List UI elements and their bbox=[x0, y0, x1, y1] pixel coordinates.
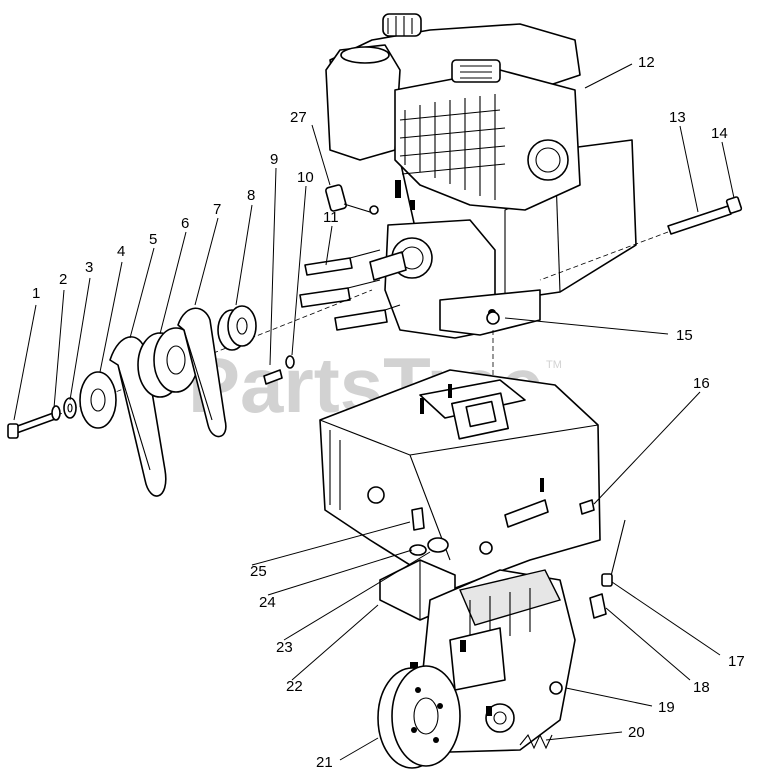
callout-5: 5 bbox=[149, 231, 157, 248]
part-4-pulley-half bbox=[79, 371, 117, 429]
callout-15: 15 bbox=[676, 327, 693, 344]
engine bbox=[325, 13, 637, 339]
part-2-lockwasher bbox=[51, 405, 61, 421]
callout-23: 23 bbox=[276, 639, 293, 656]
part-1-bolt bbox=[7, 411, 59, 439]
part-10-washer bbox=[285, 355, 295, 369]
callout-1: 1 bbox=[32, 285, 40, 302]
part-23-plate bbox=[427, 537, 449, 553]
part-14-nut bbox=[725, 196, 743, 214]
callout-27: 27 bbox=[290, 109, 307, 126]
callout-labels: 1 2 3 4 5 6 7 8 9 10 11 12 13 14 15 16 1… bbox=[32, 54, 745, 771]
callout-25: 25 bbox=[250, 563, 267, 580]
callout-2: 2 bbox=[59, 271, 67, 288]
part-8-pulley bbox=[217, 305, 257, 351]
part-11-spacers bbox=[299, 249, 401, 331]
rod-axis bbox=[539, 231, 669, 281]
callout-12: 12 bbox=[638, 54, 655, 71]
part-17-cable bbox=[601, 519, 626, 587]
cylinder-fins bbox=[399, 94, 506, 200]
part-9-bolt bbox=[263, 369, 283, 385]
callout-14: 14 bbox=[711, 125, 728, 142]
part-13-rod bbox=[667, 205, 732, 235]
callout-10: 10 bbox=[297, 169, 314, 186]
part-7-belt bbox=[177, 307, 227, 438]
part-5-belt bbox=[109, 336, 167, 497]
pulley-axis bbox=[19, 289, 373, 431]
callout-13: 13 bbox=[669, 109, 686, 126]
callout-18: 18 bbox=[693, 679, 710, 696]
callout-7: 7 bbox=[213, 201, 221, 218]
part-3-washer bbox=[63, 397, 77, 419]
part-16-bolt bbox=[579, 499, 595, 515]
part-15-bolt bbox=[486, 311, 500, 325]
callout-8: 8 bbox=[247, 187, 255, 204]
callout-11: 11 bbox=[323, 209, 339, 226]
part-18-clip bbox=[589, 593, 607, 619]
part-19-nut bbox=[549, 681, 563, 695]
callout-24: 24 bbox=[259, 594, 276, 611]
callout-4: 4 bbox=[117, 243, 125, 260]
part-27-plug bbox=[325, 184, 379, 215]
watermark-trademark: TM bbox=[546, 359, 562, 371]
part-24-washer bbox=[409, 544, 427, 556]
part-25-bolt bbox=[411, 507, 425, 531]
callout-6: 6 bbox=[181, 215, 189, 232]
callout-16: 16 bbox=[693, 375, 710, 392]
callout-17: 17 bbox=[728, 653, 745, 670]
frame-housing bbox=[319, 369, 601, 591]
callout-20: 20 bbox=[628, 724, 645, 741]
part-20-spring bbox=[519, 733, 553, 750]
leader-lines bbox=[13, 63, 735, 761]
callout-21: 21 bbox=[316, 754, 333, 771]
callout-3: 3 bbox=[85, 259, 93, 276]
callout-19: 19 bbox=[658, 699, 675, 716]
part-21-pulley bbox=[377, 665, 461, 769]
callout-22: 22 bbox=[286, 678, 303, 695]
callout-9: 9 bbox=[270, 151, 278, 168]
